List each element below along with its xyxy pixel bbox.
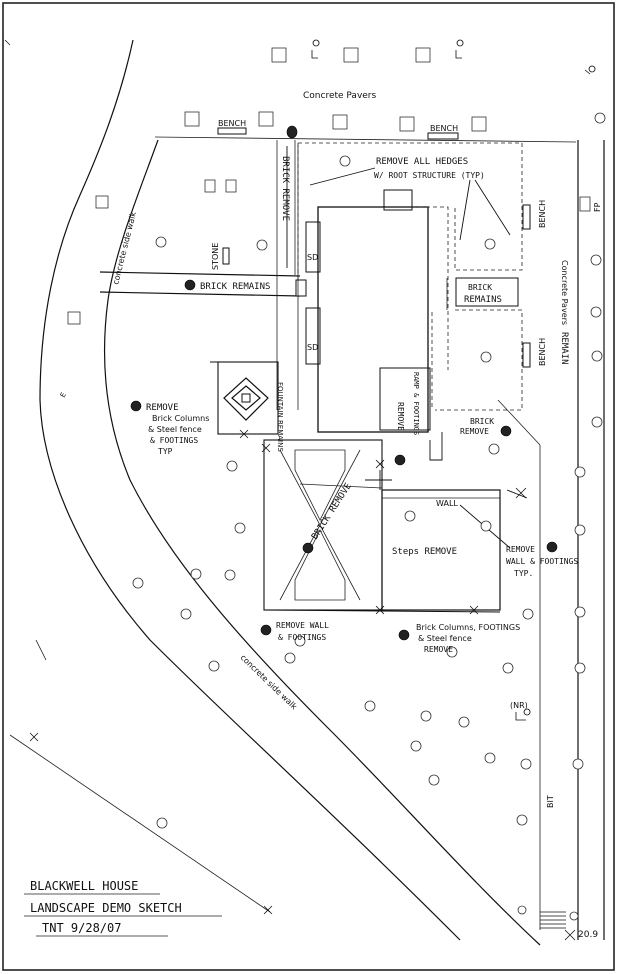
tree-symbols (132, 112, 606, 921)
sidewalk-outline (39, 39, 541, 946)
label-remove-wall-right-2: WALL & FOOTINGS (506, 557, 578, 566)
label-remove-ramp-1: REMOVE (396, 402, 405, 431)
label-elevation: 20.9 (578, 930, 598, 940)
label-concrete-pavers-right: Concrete Pavers (560, 260, 569, 325)
fence-lines (210, 361, 528, 613)
bench-right-top (522, 204, 531, 230)
label-remove-cols-2: Brick Columns (152, 414, 209, 423)
label-remove-hedges-1: REMOVE ALL HEDGES (376, 157, 468, 167)
label-wall: WALL (436, 499, 458, 508)
label-e-mark: E (59, 391, 68, 399)
label-remain-right: REMAIN (559, 332, 569, 365)
stair-stripes (540, 911, 566, 929)
label-bench-right-top: BENCH (538, 200, 547, 228)
fountain (217, 361, 279, 435)
property-line-left (9, 734, 271, 913)
label-remove-wall-bottom-2: & FOOTINGS (278, 633, 326, 642)
label-remove-wall-right-3: TYP. (514, 569, 533, 578)
label-brick-remove-right-1: BRICK (470, 417, 494, 426)
label-brick-remove-right-2: REMOVE (460, 427, 489, 436)
label-remove-cols-3: & Steel fence (148, 425, 202, 434)
label-bottom-cols-2: & Steel fence (418, 634, 472, 643)
label-remove-ramp-2: RAMP & FOOTINGS (412, 372, 420, 435)
label-sd-bottom: SD (307, 343, 318, 352)
stone-marker (222, 247, 230, 265)
label-remove-cols-1: REMOVE (146, 403, 179, 413)
hedge-outline (297, 142, 523, 411)
brick-remains-block (446, 277, 519, 310)
title-line-2: LANDSCAPE DEMO SKETCH (30, 901, 182, 915)
label-brick-remove-diag: BRICK REMOVE (310, 482, 354, 542)
property-line-top-left (4, 39, 11, 46)
label-brick-remains-right-1: BRICK (468, 283, 492, 292)
house-footprint (305, 189, 449, 433)
title-line-3: TNT 9/28/07 (42, 921, 121, 935)
label-brick-remains-left: BRICK REMAINS (200, 282, 270, 292)
label-concrete-pavers-top: Concrete Pavers (303, 91, 377, 101)
title-line-1: BLACKWELL HOUSE (30, 879, 138, 893)
title-block: BLACKWELL HOUSE LANDSCAPE DEMO SKETCH TN… (24, 879, 222, 937)
label-remove-wall-right-1: REMOVE (506, 545, 535, 554)
bench-left (217, 127, 247, 135)
label-bottom-cols-1: Brick Columns, FOOTINGS (416, 623, 520, 632)
paver-row-top (67, 47, 591, 325)
label-bit: BIT (546, 795, 555, 808)
paver-edge (154, 136, 577, 143)
remove-markers (130, 125, 558, 641)
label-sidewalk-left: concrete side walk (111, 211, 138, 286)
fence-x-marks (29, 429, 576, 941)
label-nr: (NR) (510, 701, 528, 710)
label-bottom-cols-3: REMOVE (424, 645, 453, 654)
label-stone: STONE (211, 243, 220, 270)
label-brick-remains-right-2: REMAINS (464, 295, 502, 305)
label-fp: FP (593, 202, 602, 212)
small-post-marks (35, 39, 596, 721)
brick-remains-band (99, 271, 307, 297)
label-remove-wall-bottom-1: REMOVE WALL (276, 621, 329, 630)
bench-right-mid (522, 342, 531, 368)
label-remove-hedges-2: W/ ROOT STRUCTURE (TYP) (374, 171, 485, 180)
steps-wall-box (299, 483, 501, 611)
label-brick-remove-vertical: BRICK REMOVE (280, 156, 290, 221)
label-remove-cols-4: & FOOTINGS (150, 436, 198, 445)
label-sd-top: SD (307, 253, 318, 262)
label-bench-right-mid: BENCH (538, 338, 547, 366)
label-bench-mid: BENCH (430, 124, 458, 133)
right-boundary-lines (497, 140, 605, 940)
label-fountain-remains: FOUNTAIN REMAINS (276, 382, 284, 452)
bench-mid (427, 132, 459, 140)
label-steps-remove: Steps REMOVE (392, 547, 457, 557)
label-bench-left: BENCH (218, 119, 246, 128)
label-remove-cols-5: TYP (158, 447, 173, 456)
